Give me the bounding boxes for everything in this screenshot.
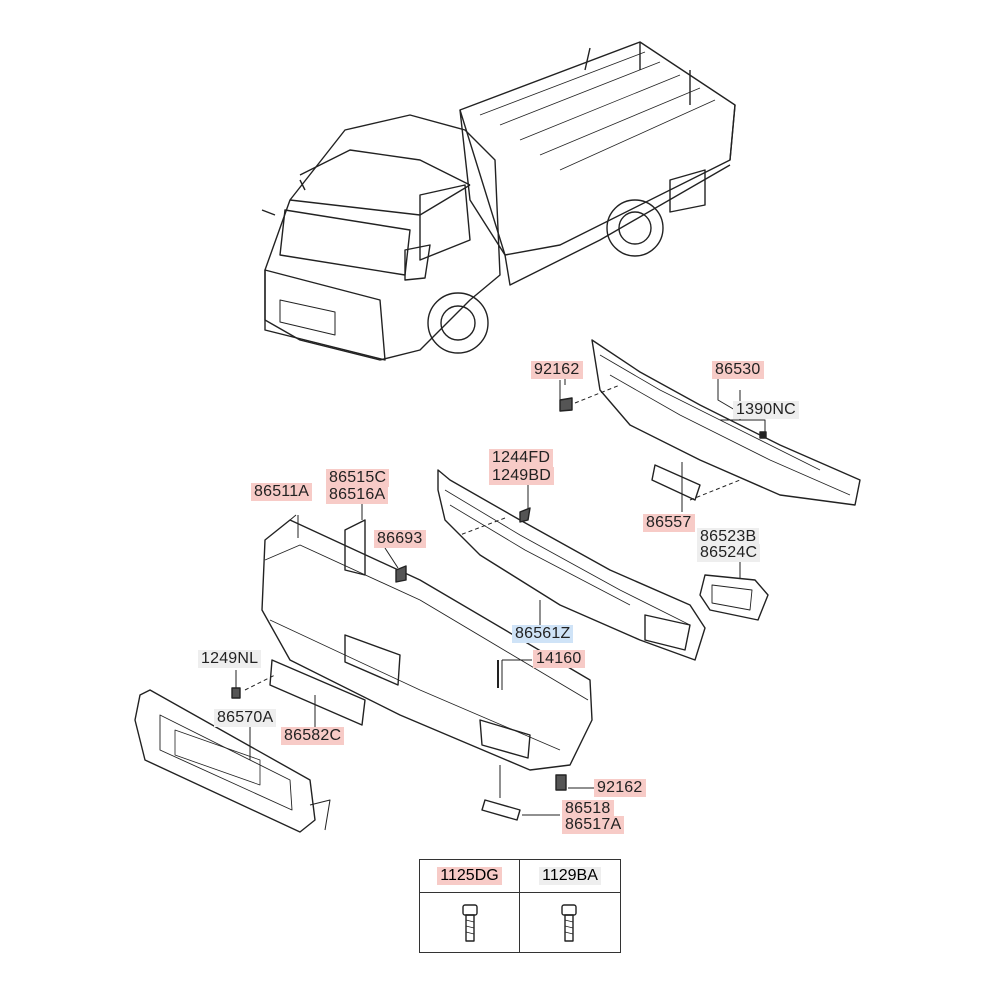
part-label-14160[interactable]: 14160 [533,650,585,668]
part-label-86518[interactable]: 86518 [562,800,614,818]
part-label-92162-lower[interactable]: 92162 [594,779,646,797]
part-label-86561Z[interactable]: 86561Z [512,625,574,643]
part-label-86582C[interactable]: 86582C [281,727,345,745]
part-label-86511A[interactable]: 86511A [251,483,313,501]
part-label-86515C[interactable]: 86515C [326,469,390,487]
fastener-header-2: 1129BA [520,860,620,893]
part-label-1244FD[interactable]: 1244FD [489,449,554,467]
bumper-upper-cover [437,469,769,661]
part-label-86530[interactable]: 86530 [712,361,764,379]
fastener-header-1: 1125DG [420,860,520,893]
part-label-86693[interactable]: 86693 [374,530,426,548]
part-label-92162[interactable]: 92162 [531,361,583,379]
front-bumper [261,500,595,821]
part-label-1125DG[interactable]: 1125DG [437,867,502,885]
table-divider [519,892,520,952]
part-label-86570A[interactable]: 86570A [214,709,277,727]
part-label-1249BD[interactable]: 1249BD [489,467,555,485]
part-label-1249NL[interactable]: 1249NL [198,650,262,668]
part-label-86557[interactable]: 86557 [643,514,695,532]
part-label-1390NC[interactable]: 1390NC [733,401,799,419]
bolt-icon [462,904,478,942]
part-label-86524C[interactable]: 86524C [697,544,761,562]
bolt-icon [561,904,577,942]
bumper-reinforcement [559,339,861,512]
fastener-table: 1125DG 1129BA [419,859,621,953]
part-label-86517A[interactable]: 86517A [562,816,625,834]
part-label-1129BA[interactable]: 1129BA [539,867,601,885]
truck-illustration [261,41,736,361]
license-bracket-and-grille [134,659,366,833]
part-label-86516A[interactable]: 86516A [326,486,389,504]
part-label-86523B[interactable]: 86523B [697,528,760,546]
